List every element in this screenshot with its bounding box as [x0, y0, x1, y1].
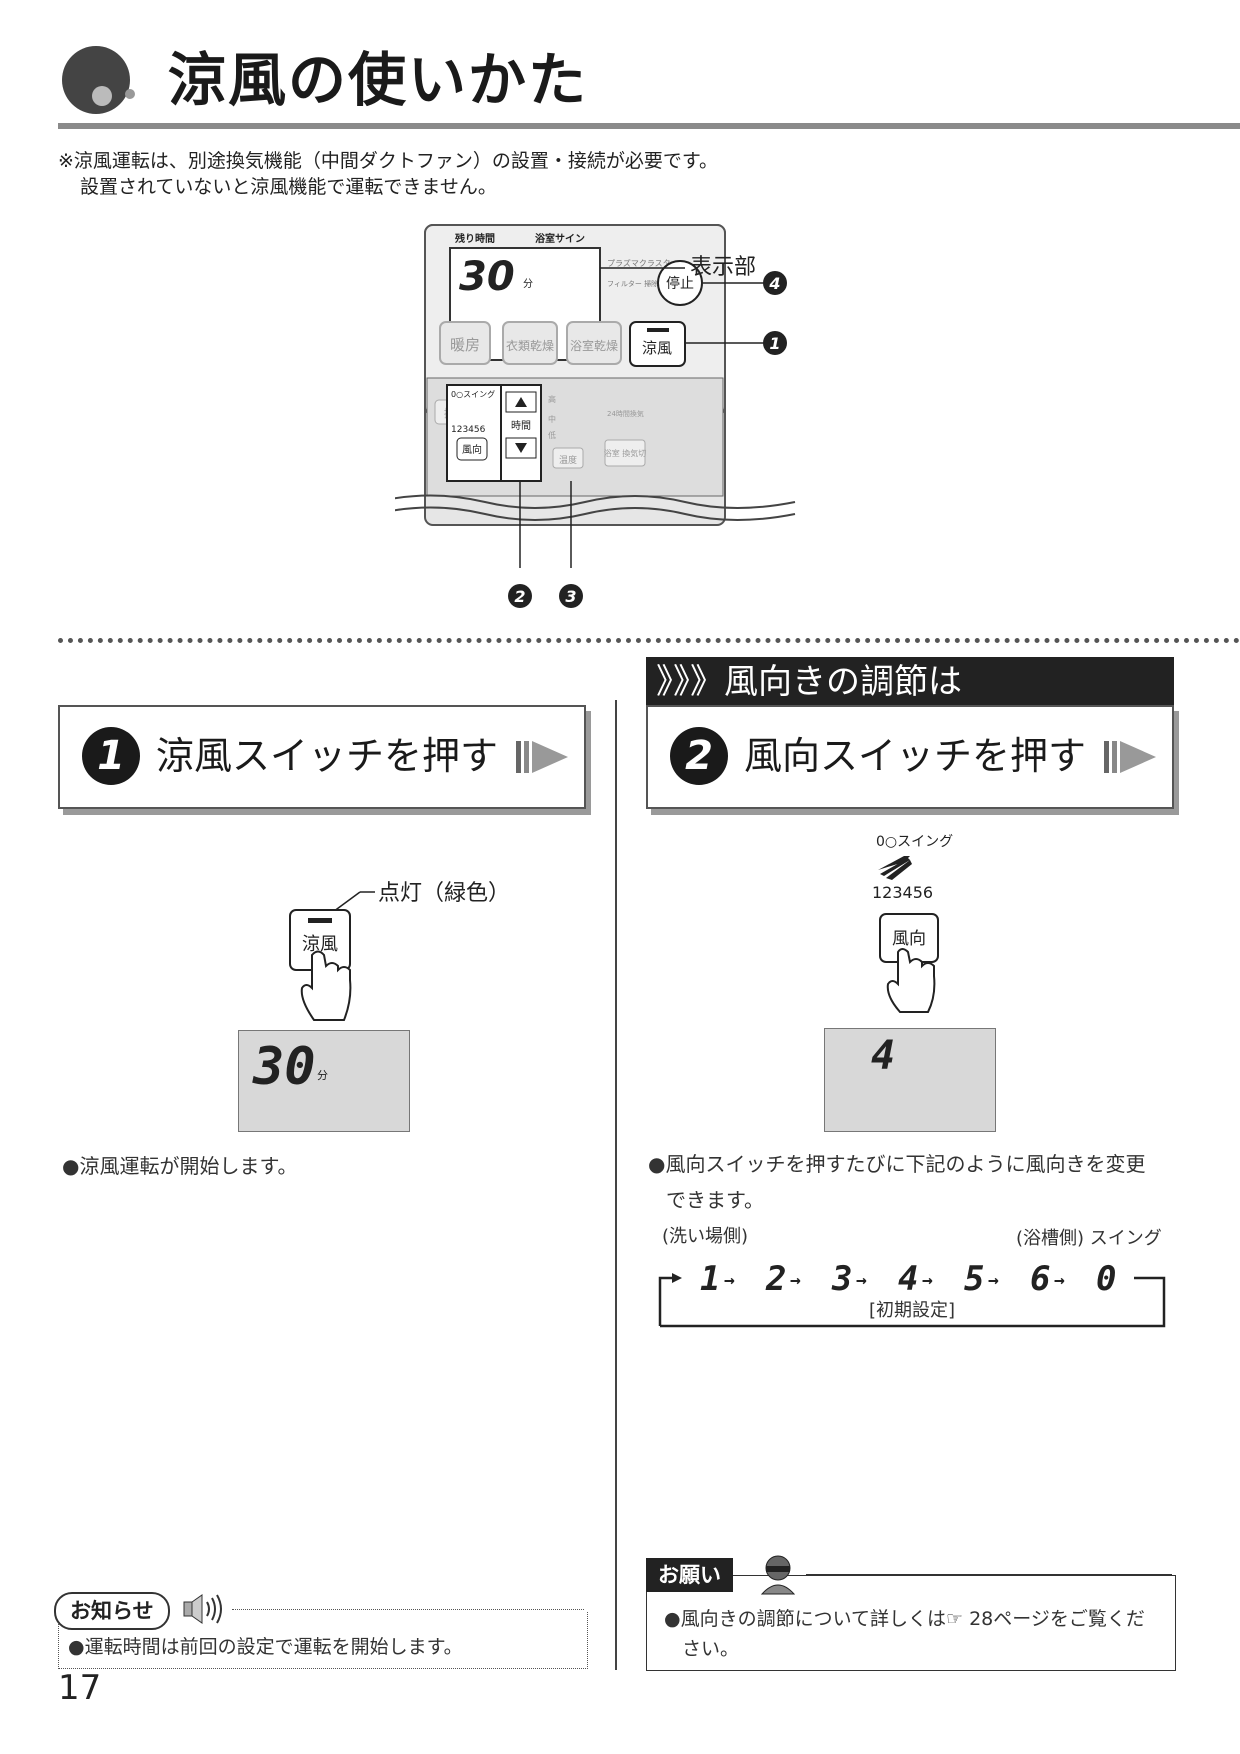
- request-box: [646, 1575, 1176, 1671]
- btn-cloth-dry: 衣類乾燥: [506, 338, 554, 353]
- sequence-arrow-icon: →: [724, 1270, 735, 1291]
- step2-button-label: 風向: [892, 929, 926, 949]
- callout-1: 1: [769, 334, 780, 353]
- svg-text:低: 低: [548, 430, 556, 440]
- step1-hand-icon: [300, 950, 352, 1021]
- side-left-label: (洗い場側): [662, 1226, 749, 1247]
- svg-text:中: 中: [548, 414, 556, 424]
- panel-time-label: 時間: [511, 420, 531, 432]
- step2-bullet: ●風向スイッチを押すたびに下記のように風向きを変更 できます。: [648, 1146, 1168, 1218]
- step1-button-label: 涼風: [302, 934, 338, 955]
- step1-lcd: 30 分: [238, 1030, 410, 1132]
- step1-lcd-digits: 30: [253, 1037, 316, 1097]
- panel-btn-wind: 風向: [462, 443, 482, 456]
- sequence-digit: 6: [1030, 1259, 1050, 1299]
- speaker-icon: [183, 1594, 222, 1624]
- time-down-icon: [515, 443, 527, 453]
- step2-label: 風向スイッチを押す: [744, 734, 1087, 778]
- step1-label: 涼風スイッチを押す: [156, 734, 499, 778]
- step2-box: 2 風向スイッチを押す: [646, 705, 1174, 809]
- panel-lcd-digits: 30: [459, 254, 515, 300]
- stop-button-label: 停止: [666, 275, 694, 292]
- step1-lit-label: 点灯（緑色）: [378, 881, 510, 906]
- request-text-line2: さい。: [682, 1638, 740, 1660]
- sequence-digit: 4: [898, 1259, 918, 1299]
- step2-lcd: 4: [824, 1028, 996, 1132]
- note-line-2: 設置されていないと涼風機能で運転できません。: [80, 176, 497, 198]
- title-bullet-icon: [62, 46, 135, 114]
- panel-swing-nums: 123456: [451, 425, 486, 435]
- step1-box: 1 涼風スイッチを押す: [58, 705, 586, 809]
- step1-arrow-icon: [516, 741, 568, 773]
- callout-2: 2: [514, 587, 525, 606]
- step2-lcd-digit: 4: [871, 1033, 896, 1079]
- page-number: 17: [58, 1668, 102, 1708]
- sequence-digit: 0: [1096, 1259, 1116, 1299]
- initial-setting-label: [初期設定]: [869, 1300, 955, 1321]
- callout-display-label: 表示部: [690, 255, 756, 280]
- label-remaining-time: 残り時間: [455, 232, 495, 245]
- notice-label: お知らせ: [54, 1592, 170, 1630]
- filter-label: フィルター 掃除: [607, 279, 658, 288]
- title-rule: [58, 123, 1240, 129]
- step2-bullet-line1: ●風向スイッチを押すたびに下記のように風向きを変更: [648, 1152, 1146, 1176]
- callout-3: 3: [565, 587, 576, 606]
- request-text: ●風向きの調節について詳しくは☞ 28ページをご覧くだ さい。: [664, 1604, 1145, 1664]
- time-up-icon: [515, 397, 527, 407]
- request-text-line1: ●風向きの調節について詳しくは☞ 28ページをご覧くだ: [664, 1608, 1145, 1630]
- btn-heat: 暖房: [450, 336, 480, 354]
- note-line-1: ※涼風運転は、別途換気機能（中間ダクトファン）の設置・接続が必要です。: [58, 150, 719, 172]
- request-icon: [760, 1555, 796, 1595]
- page-title: 涼風の使いかた: [168, 46, 589, 114]
- sequence-digit: 3: [831, 1259, 852, 1299]
- step1-lcd-unit: 分: [317, 1069, 328, 1082]
- step2-number: 2: [670, 727, 728, 785]
- step2-hand-icon: [886, 948, 936, 1013]
- notice-text: ●運転時間は前回の設定で運転を開始します。: [68, 1636, 463, 1658]
- callout-4: 4: [768, 274, 780, 293]
- sequence-arrow-icon: →: [790, 1270, 801, 1291]
- request-label: お願い: [646, 1558, 733, 1592]
- step1-number: 1: [82, 727, 140, 785]
- notice-box: [58, 1612, 588, 1669]
- request-rule: [806, 1574, 1172, 1575]
- panel-lcd-unit: 分: [523, 278, 533, 290]
- notice-rule: [232, 1609, 584, 1610]
- column-divider: [615, 700, 617, 1670]
- label-bath-sign: 浴室サイン: [535, 232, 585, 245]
- btn-bath-dry: 浴室乾燥: [570, 338, 618, 353]
- svg-text:浴室 換気切: 浴室 換気切: [604, 448, 647, 458]
- step1-button-illustration: 点灯（緑色） 涼風: [289, 881, 510, 1021]
- step2-swing-label: 0○スイング: [876, 834, 953, 850]
- step2-swing-nums: 123456: [872, 883, 933, 902]
- sequence-arrow-icon: →: [922, 1270, 933, 1291]
- section-divider: [58, 638, 1240, 643]
- control-panel-illustration: 残り時間 浴室サイン 30 分 プラズマクラスター フィルター 掃除 停止 暖房…: [395, 224, 796, 608]
- step2-bullet-line2: できます。: [666, 1188, 764, 1212]
- sequence-arrow-icon: →: [856, 1270, 867, 1291]
- svg-text:高: 高: [548, 394, 556, 404]
- btn-cool-wind: 涼風: [642, 339, 672, 357]
- sequence-arrow-icon: →: [988, 1270, 999, 1291]
- sequence-digit: 1: [700, 1259, 720, 1299]
- sequence-digit: 2: [765, 1259, 786, 1299]
- wind-direction-banner: 》》》風向きの調節は: [646, 657, 1174, 707]
- svg-text:温度: 温度: [559, 454, 577, 466]
- step2-fan-icon: [878, 856, 912, 880]
- panel-swing-label: 0○スイング: [451, 389, 495, 399]
- side-right-label: (浴槽側) スイング: [1016, 1228, 1162, 1249]
- step2-arrow-icon: [1104, 741, 1156, 773]
- step2-button-illustration: 0○スイング 123456 風向: [872, 834, 953, 1013]
- svg-text:24時間換気: 24時間換気: [607, 409, 644, 418]
- sequence-digit: 5: [964, 1259, 984, 1299]
- direction-sequence: 1→2→3→4→5→6→0 [初期設定]: [658, 1259, 1166, 1328]
- plasmacluster-label: プラズマクラスター: [607, 258, 679, 268]
- requirement-note: ※涼風運転は、別途換気機能（中間ダクトファン）の設置・接続が必要です。 設置され…: [58, 148, 718, 200]
- step1-bullet: ●涼風運転が開始します。: [62, 1154, 298, 1178]
- sequence-arrow-icon: →: [1054, 1270, 1065, 1291]
